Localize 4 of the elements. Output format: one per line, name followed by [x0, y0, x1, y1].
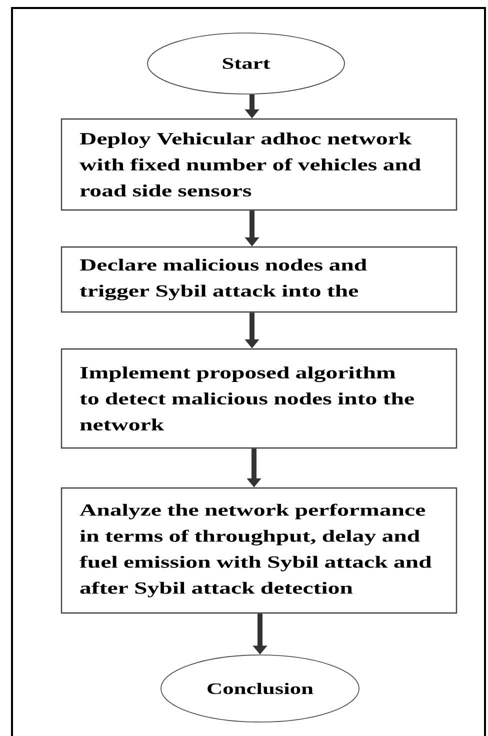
process-box: Declare malicious nodes and trigger Sybil attack into the — [60, 246, 458, 313]
process-box: Implement proposed algorithm to detect malicious nodes into the network — [60, 348, 458, 449]
process-box: Deploy Vehicular adhoc network with fixed number of vehicles and road side sensors — [60, 118, 458, 211]
process-box: Analyze the network performance in terms of throughput, delay and fuel emission with Sybil attack and after Sybil attack detection — [60, 487, 458, 614]
